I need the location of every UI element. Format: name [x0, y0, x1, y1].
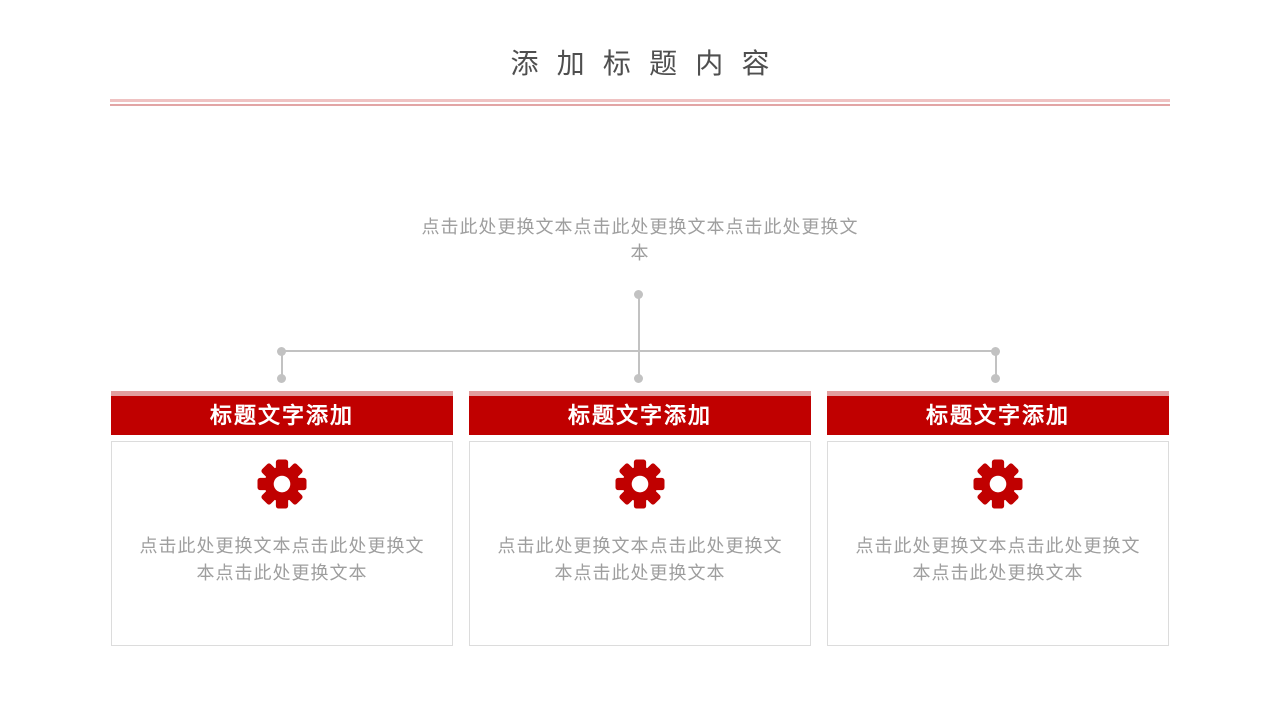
card: 标题文字添加 点击此处更换文本点击此处更换文本点击此处更换文本 — [111, 391, 453, 646]
connector-dot-cross-left — [277, 347, 286, 356]
card-header: 标题文字添加 — [469, 396, 811, 435]
card-header-accent — [469, 391, 811, 396]
connector-branch-left-line — [281, 351, 283, 379]
card-header-accent — [827, 391, 1169, 396]
card-placeholder-text: 点击此处更换文本点击此处更换文本点击此处更换文本 — [139, 536, 425, 583]
connector-branch-right-line — [995, 351, 997, 379]
connector-dot-branch-right — [991, 374, 1000, 383]
intro-placeholder-text: 点击此处更换文本点击此处更换文本点击此处更换文本 — [421, 217, 859, 263]
card-header: 标题文字添加 — [827, 396, 1169, 435]
title-divider-thin — [110, 104, 1170, 106]
connector-dot-branch-center — [634, 374, 643, 383]
gear-icon — [470, 456, 810, 512]
card-body: 点击此处更换文本点击此处更换文本点击此处更换文本 — [111, 441, 453, 646]
card-placeholder-text: 点击此处更换文本点击此处更换文本点击此处更换文本 — [497, 536, 783, 583]
connector-trunk-line — [638, 294, 640, 379]
card-placeholder-text: 点击此处更换文本点击此处更换文本点击此处更换文本 — [855, 536, 1141, 583]
card: 标题文字添加 点击此处更换文本点击此处更换文本点击此处更换文本 — [469, 391, 811, 646]
connector-dot-top — [634, 290, 643, 299]
connector-dot-cross-right — [991, 347, 1000, 356]
connector-dot-branch-left — [277, 374, 286, 383]
card-header: 标题文字添加 — [111, 396, 453, 435]
gear-icon — [112, 456, 452, 512]
connector-cross-line — [282, 350, 996, 352]
card: 标题文字添加 点击此处更换文本点击此处更换文本点击此处更换文本 — [827, 391, 1169, 646]
card-header-accent — [111, 391, 453, 396]
card-body: 点击此处更换文本点击此处更换文本点击此处更换文本 — [827, 441, 1169, 646]
title-divider-thick — [110, 99, 1170, 102]
gear-icon — [828, 456, 1168, 512]
card-body: 点击此处更换文本点击此处更换文本点击此处更换文本 — [469, 441, 811, 646]
slide-title: 添加标题内容 — [510, 48, 788, 79]
